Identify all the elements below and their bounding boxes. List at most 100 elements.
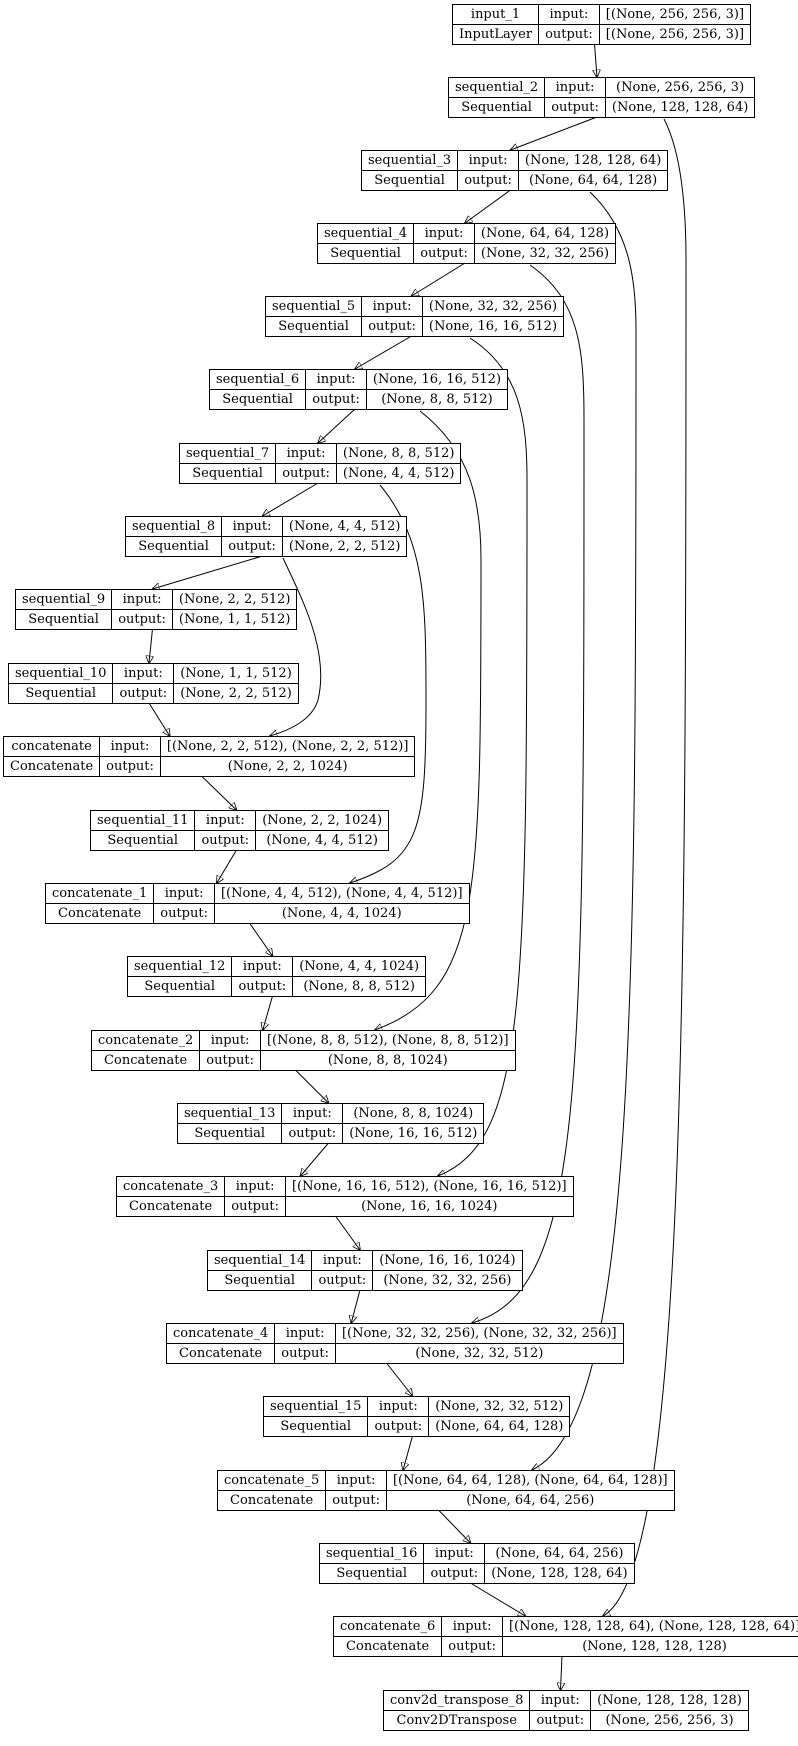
layer-type: Concatenate <box>115 1196 226 1217</box>
output-shape: (None, 4, 4, 512) <box>335 463 462 484</box>
output-shape: (None, 8, 8, 1024) <box>259 1050 516 1071</box>
output-shape: (None, 4, 4, 512) <box>255 830 390 851</box>
input-shape: (None, 1, 1, 512) <box>173 663 299 684</box>
layer-name: sequential_7 <box>178 443 277 464</box>
edge-arrow <box>603 118 687 1616</box>
layer-name: sequential_14 <box>206 1250 313 1271</box>
layer-type: Sequential <box>7 683 114 704</box>
output-shape: (None, 128, 128, 64) <box>484 1563 635 1584</box>
input-shape: (None, 16, 16, 1024) <box>372 1250 523 1271</box>
edge-arrow <box>438 1509 471 1543</box>
input-label: input: <box>529 1690 592 1711</box>
output-shape: (None, 64, 64, 256) <box>385 1490 675 1511</box>
layer-type: Sequential <box>447 97 546 118</box>
input-shape: (None, 256, 256, 3) <box>604 77 756 98</box>
layer-name: concatenate_3 <box>115 1176 226 1197</box>
input-label: input: <box>153 883 215 904</box>
output-label: output: <box>538 24 600 45</box>
edge-arrow <box>595 43 598 77</box>
edge-arrow <box>217 849 237 883</box>
input-label: input: <box>423 1543 486 1564</box>
layer-type: Concatenate <box>44 903 155 924</box>
output-shape: [(None, 256, 256, 3)] <box>598 24 752 45</box>
edge-arrow <box>300 1142 329 1176</box>
layer-type: Concatenate <box>90 1050 201 1071</box>
input-label: input: <box>194 810 257 831</box>
output-label: output: <box>194 830 257 851</box>
edge-arrow <box>149 628 153 663</box>
layer-type: Sequential <box>178 463 277 484</box>
output-label: output: <box>99 756 161 777</box>
input-shape: [(None, 8, 8, 512), (None, 8, 8, 512)] <box>259 1030 516 1051</box>
edge-arrow <box>263 482 319 516</box>
input-shape: (None, 16, 16, 512) <box>365 369 509 390</box>
edge-arrow <box>263 995 273 1030</box>
input-shape: [(None, 64, 64, 128), (None, 64, 64, 128… <box>385 1470 675 1491</box>
edge-arrow <box>438 337 528 1176</box>
output-label: output: <box>224 1196 286 1217</box>
layer-name: input_1 <box>451 4 540 25</box>
input-shape: [(None, 16, 16, 512), (None, 16, 16, 512… <box>284 1176 574 1197</box>
input-shape: (None, 2, 2, 512) <box>171 589 298 610</box>
edge-arrow <box>412 262 466 296</box>
layer-name: sequential_8 <box>124 516 223 537</box>
output-label: output: <box>274 1343 336 1364</box>
input-shape: (None, 32, 32, 512) <box>428 1396 571 1417</box>
output-label: output: <box>529 1710 592 1731</box>
output-shape: (None, 16, 16, 512) <box>342 1123 485 1144</box>
layer-name: sequential_11 <box>89 810 196 831</box>
layer-name: sequential_16 <box>318 1543 425 1564</box>
output-label: output: <box>544 97 606 118</box>
layer-type: Sequential <box>360 170 459 191</box>
output-label: output: <box>367 1416 430 1437</box>
edge-arrow <box>561 1655 563 1690</box>
input-label: input: <box>111 589 173 610</box>
edge-arrow <box>201 775 237 810</box>
output-shape: (None, 2, 2, 512) <box>173 683 299 704</box>
output-shape: (None, 128, 128, 64) <box>604 97 756 118</box>
input-label: input: <box>112 663 175 684</box>
layer-type: Sequential <box>126 976 233 997</box>
input-shape: (None, 8, 8, 1024) <box>342 1103 485 1124</box>
input-shape: (None, 32, 32, 256) <box>421 296 565 317</box>
edge-arrow <box>148 702 170 736</box>
output-label: output: <box>311 1270 374 1291</box>
input-label: input: <box>325 1470 387 1491</box>
layer-name: sequential_12 <box>126 956 233 977</box>
edge-arrow <box>532 191 637 1470</box>
input-shape: (None, 64, 64, 128) <box>473 223 617 244</box>
output-shape: (None, 32, 32, 512) <box>334 1343 624 1364</box>
layer-name: concatenate_1 <box>44 883 155 904</box>
edge-arrow <box>355 335 412 369</box>
edge-arrow <box>350 484 427 883</box>
edge-arrow <box>403 1435 413 1470</box>
input-label: input: <box>221 516 283 537</box>
output-label: output: <box>153 903 215 924</box>
output-shape: (None, 2, 2, 512) <box>281 536 408 557</box>
input-shape: [(None, 128, 128, 64), (None, 128, 128, … <box>501 1616 798 1637</box>
layer-type: Sequential <box>318 1563 425 1584</box>
layer-type: Sequential <box>89 830 196 851</box>
output-shape: (None, 256, 256, 3) <box>590 1710 749 1731</box>
layer-name: sequential_9 <box>14 589 113 610</box>
edge-arrow <box>511 116 598 150</box>
layer-name: conv2d_transpose_8 <box>382 1690 531 1711</box>
output-shape: (None, 32, 32, 256) <box>473 243 617 264</box>
edge-arrow <box>249 922 273 956</box>
layer-type: Concatenate <box>216 1490 327 1511</box>
layer-type: Sequential <box>316 243 415 264</box>
output-label: output: <box>281 1123 344 1144</box>
layer-type: Sequential <box>264 316 363 337</box>
layer-name: sequential_2 <box>447 77 546 98</box>
